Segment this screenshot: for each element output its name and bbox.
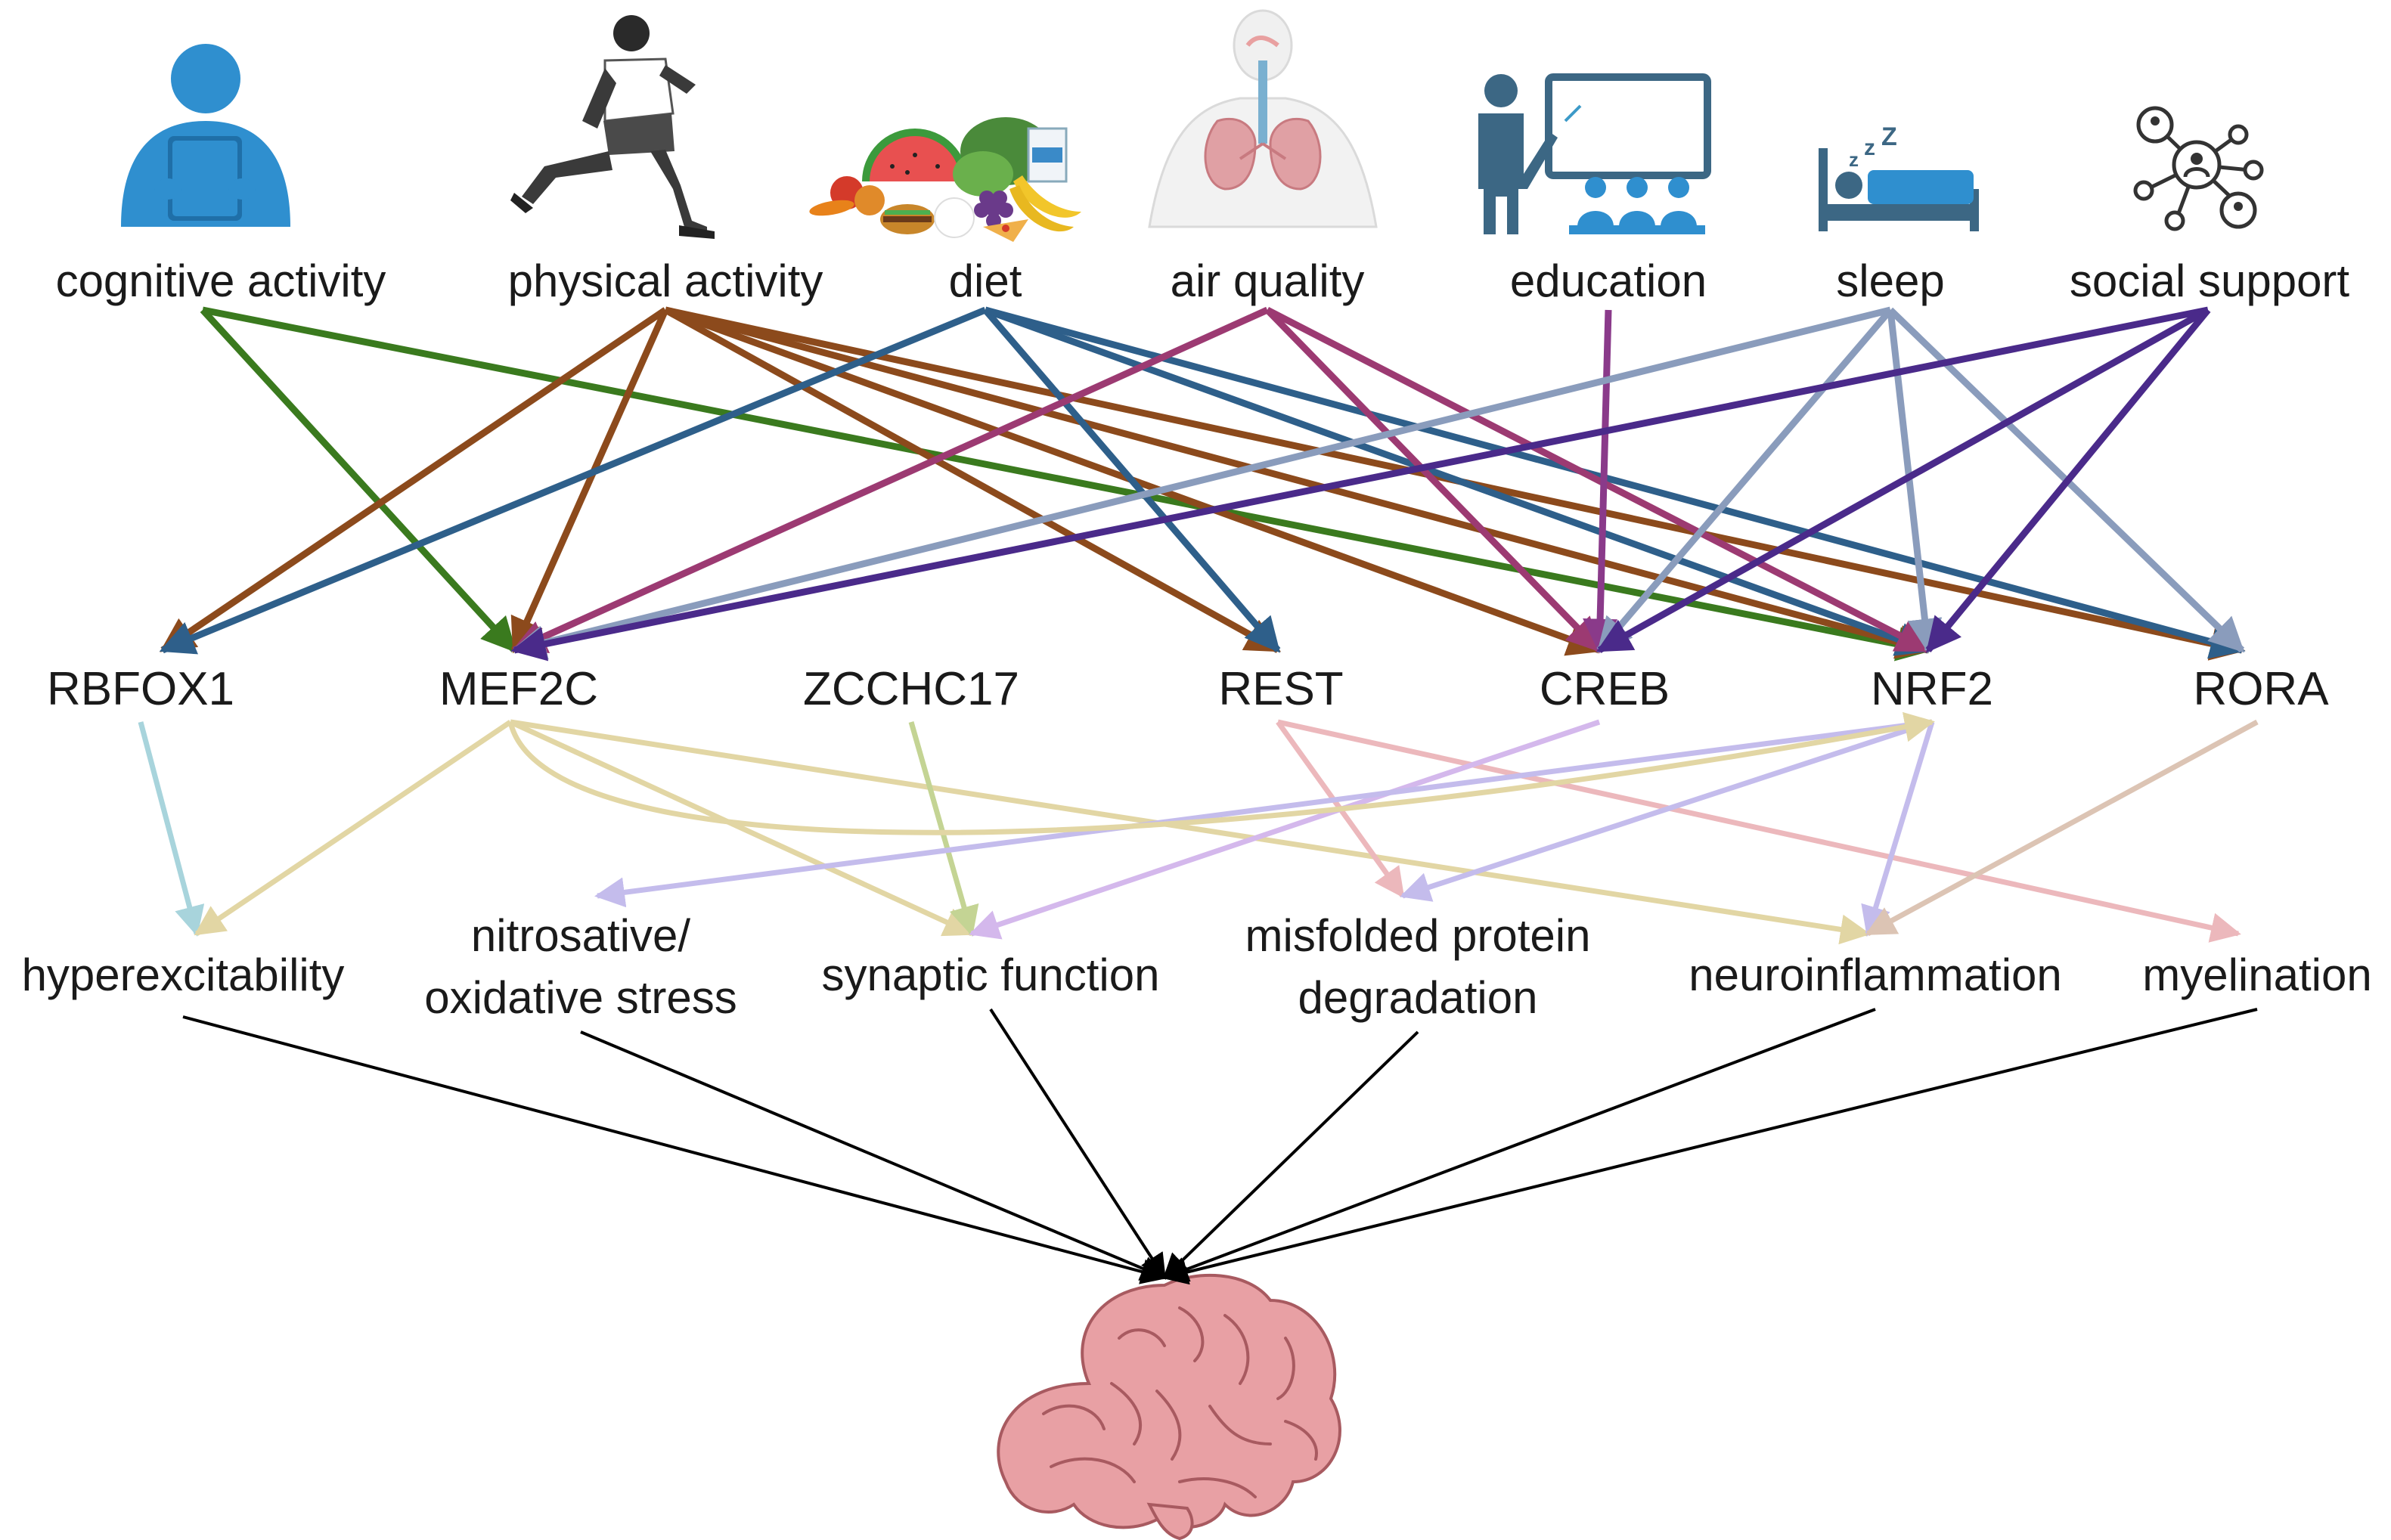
- factor-air-quality: air quality: [1171, 256, 1365, 306]
- arrow-diet-to-rora: [984, 306, 2246, 659]
- factor-cognitive-activity: cognitive activity: [56, 256, 386, 306]
- arrow-sleep-to-creb: [1596, 308, 1893, 653]
- svg-text:z: z: [1849, 148, 1859, 171]
- gene-rest: REST: [1218, 663, 1343, 715]
- arrow-process-2-to-brain: [989, 1008, 1166, 1280]
- arrow-diet-to-rbfox1: [159, 306, 987, 655]
- arrow-process-1-to-brain: [580, 1030, 1168, 1281]
- gene-mef2c: MEF2C: [439, 663, 598, 715]
- process-hyperexcitability: hyperexcitability: [22, 950, 345, 1000]
- process-misfolded-line1: misfolded protein: [1245, 910, 1591, 961]
- gene-rora: RORA: [2193, 663, 2329, 715]
- arrow-air-quality-to-creb: [1264, 307, 1602, 653]
- gene-nrf2: NRF2: [1871, 663, 1993, 715]
- arrow-process-5-to-brain: [1161, 1008, 2258, 1285]
- arrow-physical-activity-to-nrf2: [664, 306, 1932, 659]
- arrow-mef2c-to-neuro: [510, 719, 1871, 945]
- lungs-icon: [1148, 9, 1378, 228]
- person-with-tablet-icon: [121, 44, 290, 227]
- food-icon: [809, 117, 1081, 242]
- arrow-diet-to-rest: [982, 308, 1281, 653]
- process-myelination: myelination: [2142, 950, 2372, 1000]
- factor-sleep: sleep: [1836, 256, 1944, 306]
- arrow-social-support-to-creb: [1596, 307, 2210, 653]
- arrow-creb-to-syn: [969, 719, 1601, 940]
- arrow-education-to-creb: [1583, 309, 1618, 654]
- process-neuroinflammation: neuroinflammation: [1689, 950, 2062, 1000]
- gene-rbfox1: RBFOX1: [47, 663, 234, 715]
- factor-physical-activity: physical activity: [508, 256, 823, 306]
- arrow-nrf2-to-misf: [1400, 719, 1934, 902]
- brain-icon: [997, 1273, 1341, 1540]
- process-oxidative-stress-line2: oxidative stress: [424, 972, 737, 1023]
- arrow-process-0-to-brain: [182, 1015, 1168, 1284]
- arrow-nrf2-to-neuro: [1861, 720, 1935, 937]
- social-network-icon: [2133, 106, 2264, 231]
- arrow-mef2c-to-syn: [509, 719, 975, 937]
- arrow-zcchc17-to-syn: [908, 721, 979, 937]
- arrow-social-support-to-nrf2: [1925, 308, 2211, 653]
- sleeping-bed-icon: z z Z: [1819, 122, 1979, 231]
- arrow-social-support-to-mef2c: [510, 306, 2209, 662]
- arrow-mef2c-to-hyper: [194, 720, 512, 936]
- arrow-air-quality-to-nrf2: [1265, 306, 1932, 654]
- svg-text:z: z: [1864, 135, 1875, 160]
- arrow-rbfox1-to-hyper: [138, 721, 205, 937]
- svg-text:Z: Z: [1881, 122, 1897, 151]
- arrow-nrf2-to-oxid: [594, 719, 1933, 908]
- process-oxidative-stress-line1: nitrosative/: [471, 910, 690, 961]
- arrow-physical-activity-to-rbfox1: [160, 307, 668, 653]
- arrow-physical-activity-to-rest: [663, 307, 1282, 653]
- arrow-mef2c-curve-to-nrf2: [507, 711, 1935, 835]
- arrow-rora-to-neuro: [1865, 719, 2259, 937]
- factor-social-support: social support: [2070, 256, 2350, 306]
- process-synaptic-function: synaptic function: [822, 950, 1160, 1000]
- gene-creb: CREB: [1540, 663, 1670, 715]
- arrow-process-3-to-brain: [1162, 1030, 1419, 1280]
- arrows-layer: [138, 306, 2259, 1285]
- arrow-cognitive-activity-to-mef2c: [200, 307, 517, 653]
- arrow-rest-to-myel: [1277, 719, 2241, 943]
- arrow-sleep-to-mef2c: [510, 306, 1892, 660]
- process-misfolded-line2: degradation: [1298, 972, 1538, 1023]
- runner-icon: [510, 15, 715, 239]
- arrow-cognitive-activity-to-nrf2: [202, 306, 1932, 662]
- arrow-physical-activity-to-mef2c: [510, 308, 669, 654]
- arrow-process-4-to-brain: [1161, 1008, 1876, 1282]
- factor-diet: diet: [949, 256, 1022, 306]
- gene-zcchc17: ZCCHC17: [803, 663, 1019, 715]
- teacher-classroom-icon: [1478, 73, 1711, 234]
- arrow-air-quality-to-mef2c: [510, 306, 1269, 654]
- factor-education: education: [1510, 256, 1707, 306]
